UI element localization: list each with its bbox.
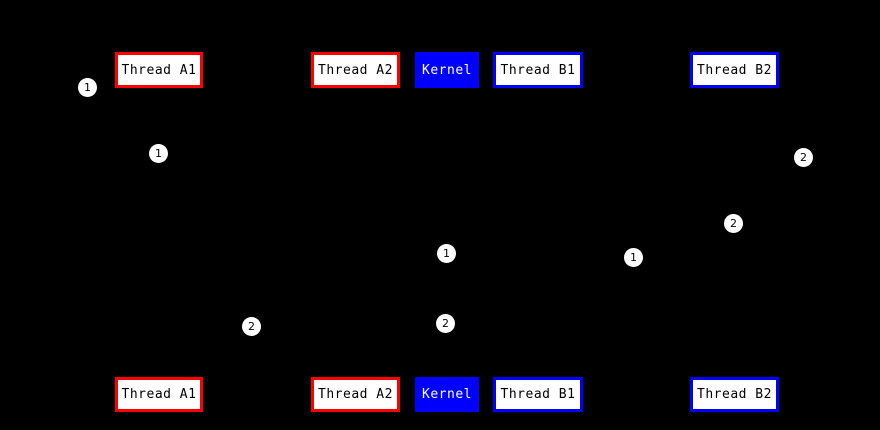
lifeline-thread-a1 <box>159 88 160 377</box>
participant-thread-a2-top[interactable]: Thread A2 <box>311 52 400 88</box>
participant-label: Thread B1 <box>500 62 576 78</box>
message-arrow-0 <box>159 152 447 153</box>
participant-label: Thread A2 <box>318 387 393 402</box>
lifeline-tick-thread-a2 <box>354 375 357 378</box>
participant-label: Thread B2 <box>697 62 772 78</box>
lifeline-tick-thread-b1 <box>537 375 540 378</box>
participant-thread-a1-top[interactable]: Thread A1 <box>115 52 203 88</box>
lifeline-tick-thread-a1 <box>158 87 161 90</box>
message-arrow-1 <box>447 157 734 158</box>
participant-label: Thread B2 <box>697 387 772 402</box>
step-badge-1: 1 <box>437 244 456 263</box>
participant-thread-a2-bottom[interactable]: Thread A2 <box>311 377 400 412</box>
lifeline-tick-thread-b2 <box>733 375 736 378</box>
participant-label: Thread A1 <box>121 387 197 402</box>
message-arrow-5 <box>355 323 447 324</box>
step-badge-1: 1 <box>149 144 168 163</box>
step-badge-2: 2 <box>794 148 813 167</box>
participant-kernel-top[interactable]: Kernel <box>415 52 479 88</box>
step-badge-2: 2 <box>242 317 261 336</box>
participant-label: Kernel <box>422 62 472 78</box>
step-badge-2: 2 <box>724 214 743 233</box>
message-arrow-2 <box>447 223 734 224</box>
message-arrow-head-1 <box>447 154 454 162</box>
message-arrow-3 <box>447 253 538 254</box>
lifeline-thread-b1 <box>538 88 539 377</box>
message-arrow-head-4 <box>355 254 362 262</box>
message-arrow-head-6 <box>159 323 166 331</box>
participant-thread-a1-bottom[interactable]: Thread A1 <box>115 377 203 412</box>
participant-thread-b2-top[interactable]: Thread B2 <box>690 52 779 88</box>
participant-thread-b1-top[interactable]: Thread B1 <box>493 52 583 88</box>
lifeline-thread-a2 <box>355 88 356 377</box>
lifeline-tick-thread-a1 <box>158 375 161 378</box>
message-arrow-head-0 <box>440 149 447 157</box>
participant-label: Thread B1 <box>500 387 576 402</box>
step-badge-1: 1 <box>624 248 643 267</box>
participant-label: Thread A1 <box>121 62 197 78</box>
lifeline-tick-thread-a2 <box>354 87 357 90</box>
lifeline-tick-thread-b1 <box>537 87 540 90</box>
step-badge-1: 1 <box>78 78 97 97</box>
participant-thread-b2-bottom[interactable]: Thread B2 <box>690 377 779 412</box>
participant-label: Thread A2 <box>318 62 393 78</box>
participant-thread-b1-bottom[interactable]: Thread B1 <box>493 377 583 412</box>
lifeline-kernel <box>447 88 448 377</box>
lifeline-tick-thread-b2 <box>733 87 736 90</box>
message-arrow-head-3 <box>531 250 538 258</box>
lifeline-tick-kernel <box>446 375 449 378</box>
participant-label: Kernel <box>422 387 472 402</box>
message-arrow-head-5 <box>355 320 362 328</box>
lifeline-tick-kernel <box>446 87 449 90</box>
step-badge-2: 2 <box>436 314 455 333</box>
participant-kernel-bottom[interactable]: Kernel <box>415 377 479 412</box>
